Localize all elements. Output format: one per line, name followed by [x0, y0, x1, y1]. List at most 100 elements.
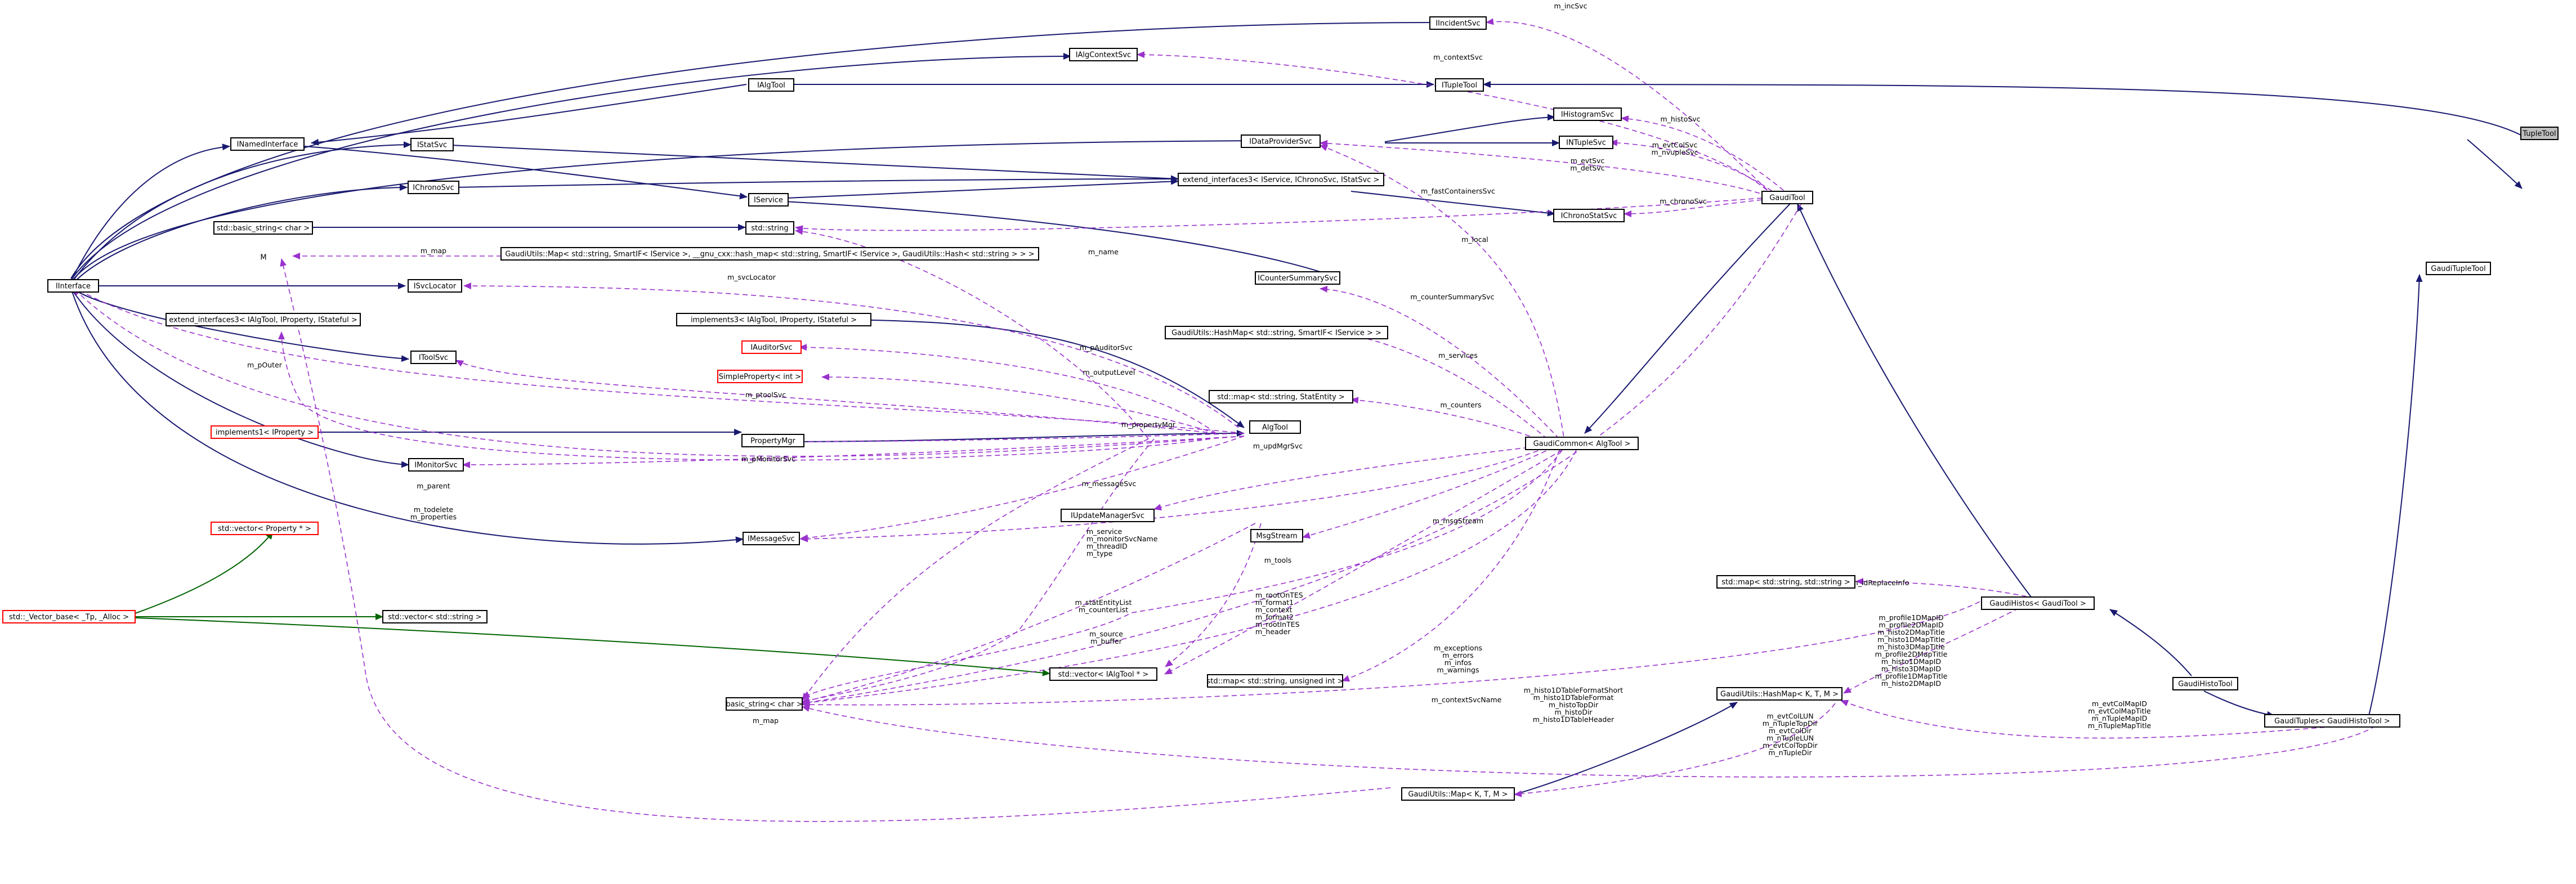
node-itupletool[interactable]: ITupleTool — [1435, 78, 1484, 92]
edge-label: m_pAuditorSvc — [1080, 343, 1133, 352]
node-box — [230, 137, 305, 151]
node-box — [1209, 390, 1353, 403]
node-gauditupletool[interactable]: GaudiTupleTool — [2426, 262, 2491, 275]
edge-inheritance — [439, 144, 1179, 182]
node-algtool[interactable]: AlgTool — [1249, 420, 1301, 434]
node-msgstream[interactable]: MsgStream — [1250, 529, 1303, 542]
node-idataprovidersvc[interactable]: IDataProviderSvc — [1241, 134, 1321, 148]
node-ialgtool[interactable]: IAlgTool — [748, 78, 794, 92]
node-label: GaudiUtils::Map< std::string, SmartIF< I… — [505, 250, 1034, 259]
edge-inheritance — [2109, 609, 2192, 676]
node-label: IService — [754, 196, 783, 205]
node-iinterface[interactable]: IInterface — [47, 279, 99, 293]
node-label: IDataProviderSvc — [1249, 138, 1312, 146]
node-label: extend_interfaces3< IAlgTool, IProperty,… — [169, 316, 357, 325]
edge-label: m_messageSvc — [1082, 479, 1137, 488]
node-box — [166, 313, 361, 326]
node-vector-property[interactable]: std::vector< Property * > — [211, 522, 319, 535]
node-vector-string[interactable]: std::vector< std::string > — [382, 610, 488, 623]
node-box — [676, 313, 871, 326]
node-box — [2520, 127, 2559, 140]
edge-inheritance — [70, 184, 408, 286]
edge-usage — [1320, 285, 1560, 439]
edge-usage — [802, 705, 2376, 778]
node-ialgcontextsvc[interactable]: IAlgContextSvc — [1069, 48, 1138, 61]
node-box — [1981, 596, 2095, 610]
edge-usage — [1609, 139, 1779, 196]
node-label: ISvcLocator — [414, 282, 457, 291]
node-ihistogramsvc[interactable]: IHistogramSvc — [1553, 107, 1622, 121]
node-label: IUpdateManagerSvc — [1071, 512, 1144, 520]
node-extend-interfaces3-tool[interactable]: extend_interfaces3< IAlgTool, IProperty,… — [166, 313, 361, 326]
node-istatsvc[interactable]: IStatSvc — [410, 138, 454, 151]
edge-usage — [1341, 450, 1560, 682]
edge-inheritance — [1514, 702, 1738, 795]
node-gaudituples[interactable]: GaudiTuples< GaudiHistoTool > — [2264, 714, 2400, 728]
node-label: GaudiTuples< GaudiHistoTool > — [2274, 717, 2390, 726]
node-gaudihistotool[interactable]: GaudiHistoTool — [2172, 677, 2238, 690]
node-tupletool[interactable]: TupleTool — [2520, 127, 2559, 140]
edge-usage — [1350, 397, 1554, 445]
node-inamedinterface[interactable]: INamedInterface — [230, 137, 305, 151]
node-vector-ialgtool[interactable]: std::vector< IAlgTool * > — [1049, 667, 1157, 681]
node-iservice[interactable]: IService — [748, 193, 789, 207]
node-hashmap-service[interactable]: GaudiUtils::HashMap< std::string, SmartI… — [1165, 326, 1388, 339]
edge-inheritance — [70, 143, 230, 282]
node-box — [1525, 437, 1639, 450]
node-simpleproperty-int[interactable]: SimpleProperty< int > — [717, 370, 803, 383]
node-implements3[interactable]: implements3< IAlgTool, IProperty, IState… — [676, 313, 871, 326]
node-label: GaudiUtils::HashMap< std::string, SmartI… — [1171, 329, 1381, 338]
node-map-string-string[interactable]: std::map< std::string, std::string > — [1716, 575, 1855, 589]
node-iauditorsvc[interactable]: IAuditorSvc — [741, 340, 802, 354]
edge-label: m_incSvc — [1554, 2, 1587, 10]
edge-inheritance — [2203, 690, 2275, 718]
node-iincidentsvc[interactable]: IIncidentSvc — [1429, 16, 1487, 30]
node-itoolsvc[interactable]: IToolSvc — [410, 351, 457, 364]
node-ichronostatsvc[interactable]: IChronoStatSvc — [1553, 209, 1625, 222]
node-label: SimpleProperty< int > — [719, 373, 801, 382]
node-icountersummarysvc[interactable]: ICounterSummarySvc — [1255, 271, 1340, 285]
node-map-string-unsigned[interactable]: std::map< std::string, unsigned int > — [1207, 674, 1344, 688]
node-map-ktm[interactable]: GaudiUtils::Map< K, T, M > — [1401, 787, 1515, 801]
node-gaudiutils-map-service[interactable]: GaudiUtils::Map< std::string, SmartIF< I… — [500, 247, 1039, 261]
node-box — [1435, 78, 1484, 92]
node-gaudicommon[interactable]: GaudiCommon< AlgTool > — [1525, 437, 1639, 450]
node-implements1[interactable]: implements1< IProperty > — [211, 425, 319, 439]
edge-inheritance — [70, 141, 412, 284]
node-m[interactable]: M — [260, 254, 266, 262]
node-intuplesvc[interactable]: INTupleSvc — [1559, 136, 1613, 149]
node-basic-string-char[interactable]: basic_string< char > — [726, 697, 803, 711]
node-iupdatemanagersvc[interactable]: IUpdateManagerSvc — [1061, 509, 1155, 522]
node-box — [1716, 687, 1842, 701]
node-basic-string-char-std[interactable]: std::basic_string< char > — [213, 221, 313, 235]
node-label: std::map< std::string, unsigned int > — [1207, 677, 1344, 686]
node-map-statentity[interactable]: std::map< std::string, StatEntity > — [1209, 390, 1353, 403]
node-label: IIncidentSvc — [1435, 20, 1480, 28]
edge-usage — [1339, 331, 1554, 445]
node-vector-base[interactable]: std::_Vector_base< _Tp, _Alloc > — [2, 610, 136, 623]
edge-inheritance — [70, 53, 1071, 281]
edge-inheritance — [782, 430, 1245, 442]
node-box — [1061, 509, 1155, 522]
node-isvclocator[interactable]: ISvcLocator — [408, 279, 462, 293]
node-hashmap-ktm[interactable]: GaudiUtils::HashMap< K, T, M > — [1716, 687, 1842, 701]
node-gauditool[interactable]: GaudiTool — [1761, 191, 1813, 204]
edge-inheritance — [304, 146, 748, 200]
node-std-string[interactable]: std::string — [745, 221, 794, 235]
node-box — [410, 351, 457, 364]
node-ichronosvc[interactable]: IChronoSvc — [408, 181, 459, 194]
node-imonitorsvc[interactable]: IMonitorSvc — [408, 458, 464, 472]
node-gaudihistos[interactable]: GaudiHistos< GaudiTool > — [1981, 596, 2095, 610]
node-label: GaudiTupleTool — [2431, 265, 2485, 273]
node-propertymgr[interactable]: PropertyMgr — [741, 434, 804, 447]
node-box — [717, 370, 803, 383]
edge-usage — [1486, 18, 1774, 196]
node-imessagesvc[interactable]: IMessageSvc — [743, 532, 800, 545]
node-extend-interfaces3-svc[interactable]: extend_interfaces3< IService, IChronoSvc… — [1178, 173, 1384, 186]
node-label: IChronoStatSvc — [1561, 212, 1617, 221]
edge-label: m_outputLevel — [1083, 368, 1135, 376]
edge-label: m_propertyMgr — [1121, 420, 1176, 429]
node-label: std::_Vector_base< _Tp, _Alloc > — [9, 613, 129, 622]
